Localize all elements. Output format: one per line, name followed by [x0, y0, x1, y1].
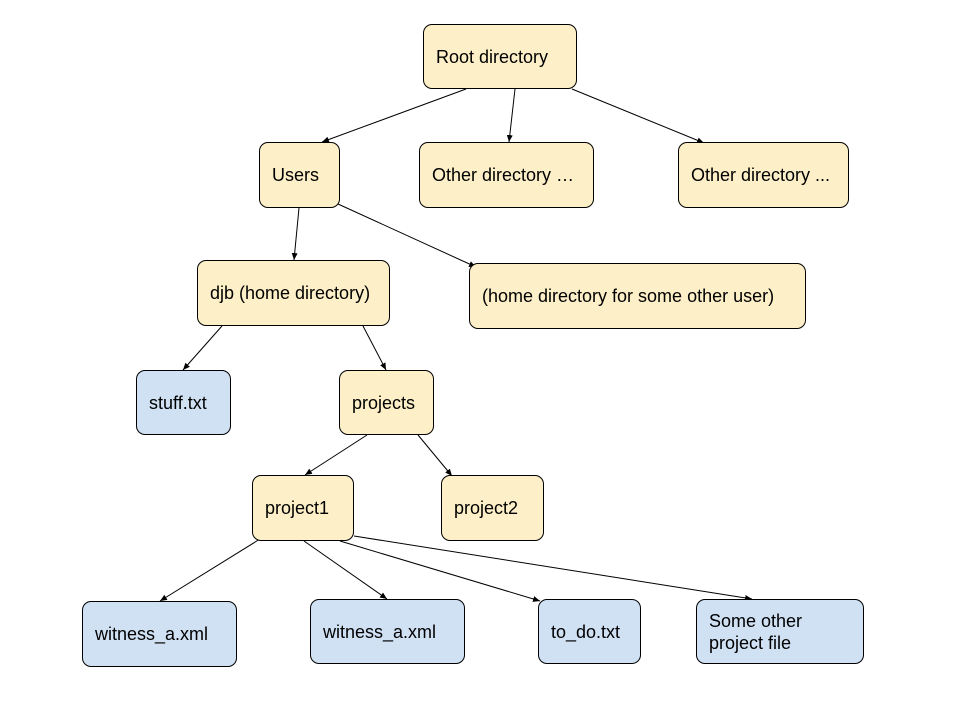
node-other-user-home: (home directory for some other user): [469, 263, 806, 329]
node-users: Users: [259, 142, 340, 208]
edge-project1-todo: [339, 540, 541, 602]
node-witness-a-xml-2: witness_a.xml: [310, 599, 465, 664]
node-other-directory-2: Other directory ...: [678, 142, 849, 208]
edge-project1-some: [353, 535, 753, 601]
edge-djb-stuff: [182, 325, 223, 371]
edge-users-home: [337, 203, 477, 268]
node-stuff-txt: stuff.txt: [136, 370, 231, 435]
node-projects: projects: [339, 370, 434, 435]
node-root-directory: Root directory: [423, 24, 577, 89]
edge-project1-witness1: [159, 538, 261, 602]
edge-root-users: [321, 88, 467, 143]
node-witness-a-xml-1: witness_a.xml: [82, 601, 237, 667]
edge-project1-witness2: [303, 540, 388, 600]
edge-root-other2: [571, 88, 705, 144]
edge-root-other1: [506, 88, 516, 143]
node-project2: project2: [441, 475, 544, 541]
edge-djb-projects: [362, 325, 387, 371]
node-project1: project1: [252, 475, 354, 541]
edge-users-djb: [291, 207, 300, 261]
node-to-do-txt: to_do.txt: [538, 599, 641, 664]
node-other-directory-1: Other directory …: [419, 142, 594, 208]
edge-projects-project2: [417, 434, 453, 477]
edge-projects-project1: [304, 434, 368, 476]
node-some-other-project-file: Some other project file: [696, 599, 864, 664]
node-djb-home-directory: djb (home directory): [197, 260, 390, 326]
